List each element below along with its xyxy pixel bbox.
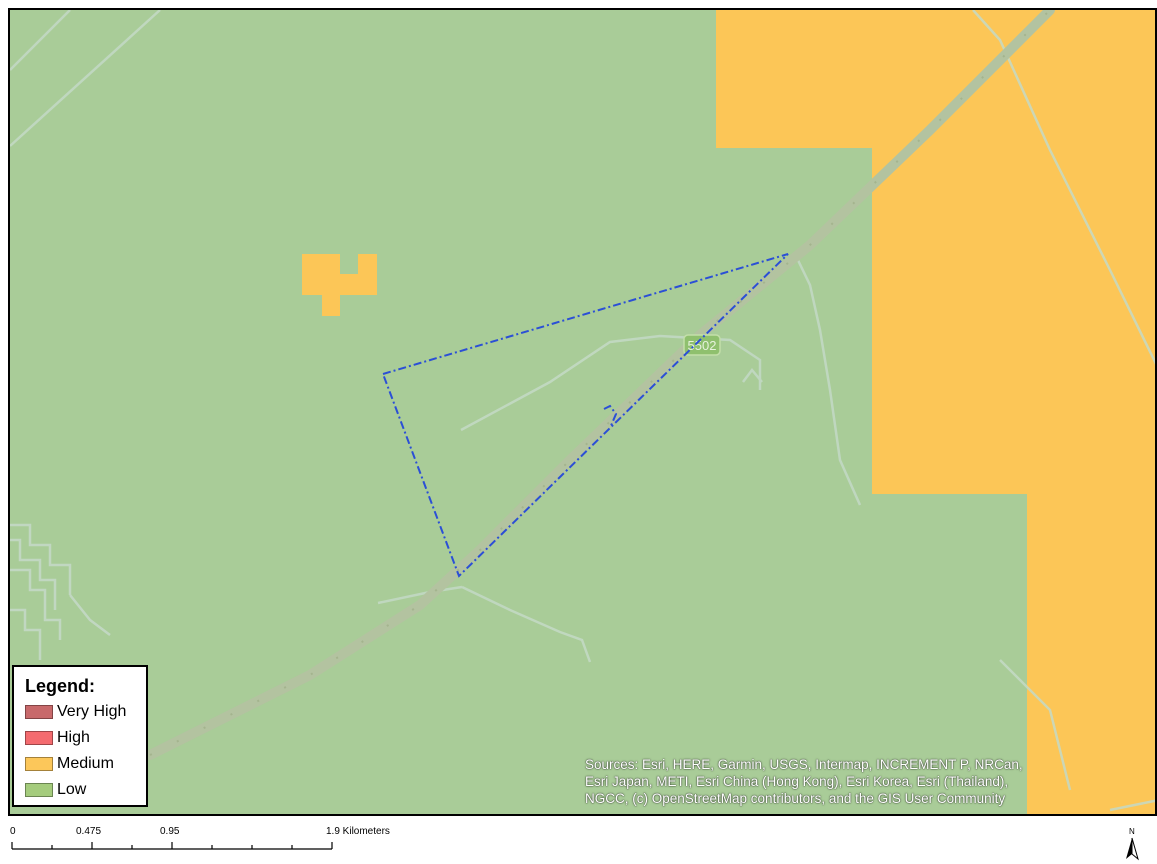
north-arrow-icon — [1126, 837, 1139, 861]
scale-label-0: 0 — [10, 826, 16, 837]
map-attribution: Sources: Esri, HERE, Garmin, USGS, Inter… — [585, 756, 1155, 807]
road-shield-label: 5502 — [688, 338, 717, 353]
north-letter: N — [1129, 827, 1135, 836]
legend-item-very-high: Very High — [25, 699, 146, 725]
scale-label-0-95: 0.95 — [160, 826, 180, 837]
legend: Legend: Very High High Medium Low — [12, 665, 148, 807]
attribution-line: Sources: Esri, HERE, Garmin, USGS, Inter… — [585, 757, 1023, 772]
medium-zone-patch — [302, 254, 377, 316]
minor-roads — [10, 10, 1155, 812]
legend-item-high: High — [25, 725, 146, 751]
legend-label-low: Low — [57, 781, 87, 798]
legend-swatch-medium — [25, 757, 53, 771]
legend-item-low: Low — [25, 777, 146, 803]
attribution-line: Esri Japan, METI, Esri China (Hong Kong)… — [585, 774, 1009, 789]
scale-bar-ticks — [11, 842, 333, 850]
attribution-line: NGCC, (c) OpenStreetMap contributors, an… — [585, 791, 1006, 806]
scale-label-0-475: 0.475 — [76, 826, 102, 837]
legend-label-medium: Medium — [57, 755, 114, 772]
main-road — [145, 10, 1055, 760]
legend-swatch-low — [25, 783, 53, 797]
legend-title: Legend: — [25, 676, 95, 696]
settlement-streets — [10, 523, 111, 660]
medium-zone-east — [716, 10, 1155, 814]
scale-label-1-9: 1.9 Kilometers — [326, 826, 390, 837]
road-shield: 5502 — [683, 334, 721, 356]
legend-swatch-high — [25, 731, 53, 745]
legend-label-high: High — [57, 729, 90, 746]
legend-label-very-high: Very High — [57, 703, 127, 720]
map-frame[interactable]: 5502 Legend: Very High High Medium Low S… — [8, 8, 1157, 816]
legend-item-medium: Medium — [25, 751, 146, 777]
legend-swatch-very-high — [25, 705, 53, 719]
scale-bar: 0 0.475 0.95 1.9 Kilometers — [0, 826, 420, 862]
north-arrow: N — [1121, 827, 1145, 861]
study-area-boundary[interactable] — [381, 253, 789, 578]
map-canvas[interactable]: 5502 — [10, 10, 1157, 816]
